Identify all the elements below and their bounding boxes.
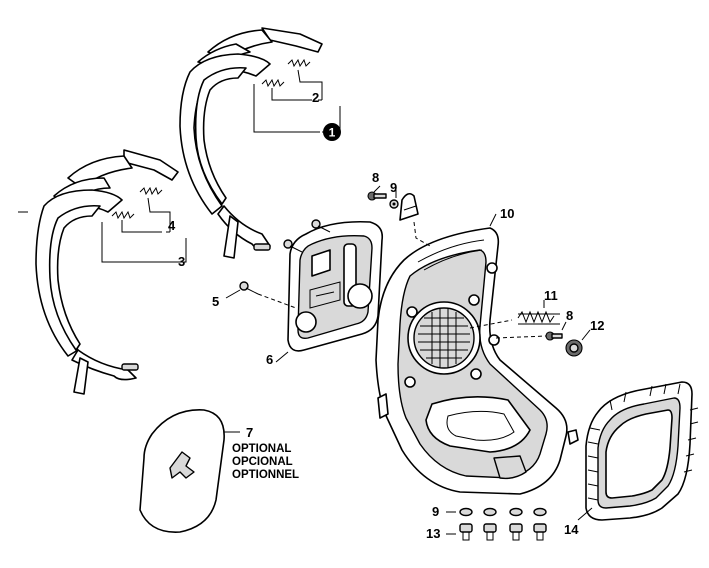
back-plate	[287, 220, 384, 352]
screw-set-backplate	[225, 219, 331, 309]
callout-5: 5	[212, 294, 219, 309]
washer-9-upper	[389, 199, 399, 209]
callout-3: 3	[178, 254, 185, 269]
callout-1: 1	[329, 126, 336, 140]
callout-4: 4	[168, 218, 176, 233]
optional-note-line2: OPCIONAL	[232, 456, 293, 468]
washer-row-9	[446, 507, 547, 517]
callout-7: 7	[246, 425, 253, 440]
callout-11: 11	[544, 288, 558, 303]
spring-pair-lower	[111, 186, 163, 220]
optional-note-line1: OPTIONAL	[232, 443, 291, 455]
callout-9-upper: 9	[390, 180, 397, 195]
main-housing	[375, 227, 579, 495]
screw-5c	[239, 281, 259, 295]
fan-grille	[418, 308, 470, 368]
knob-12	[565, 329, 591, 357]
bolt-8-lower	[545, 321, 567, 341]
optional-disc	[139, 409, 240, 533]
callout-1-badge: 1	[323, 123, 341, 141]
bolt-8-upper	[367, 191, 387, 201]
callout-8-lower: 8	[566, 308, 573, 323]
callout-6: 6	[266, 352, 273, 367]
screw-row-13	[446, 523, 547, 541]
optional-note-line3: OPTIONNEL	[232, 469, 299, 481]
callout-10: 10	[500, 206, 514, 221]
callout-14: 14	[564, 522, 579, 537]
callout-13: 13	[426, 526, 440, 541]
callout-8-upper: 8	[372, 170, 379, 185]
callout-2: 2	[312, 90, 319, 105]
callout-12: 12	[590, 318, 604, 333]
spring-11	[517, 300, 560, 325]
screw-5a	[311, 219, 331, 233]
spring-pair-upper	[261, 58, 311, 88]
callout-9-lower: 9	[432, 504, 439, 519]
screw-5b	[283, 239, 303, 253]
bracket-upper	[399, 192, 431, 247]
shoulder-strap-lower	[18, 149, 187, 395]
optional-note: OPTIONAL OPCIONAL OPTIONNEL	[232, 443, 299, 481]
intake-grille-frame	[585, 381, 699, 521]
